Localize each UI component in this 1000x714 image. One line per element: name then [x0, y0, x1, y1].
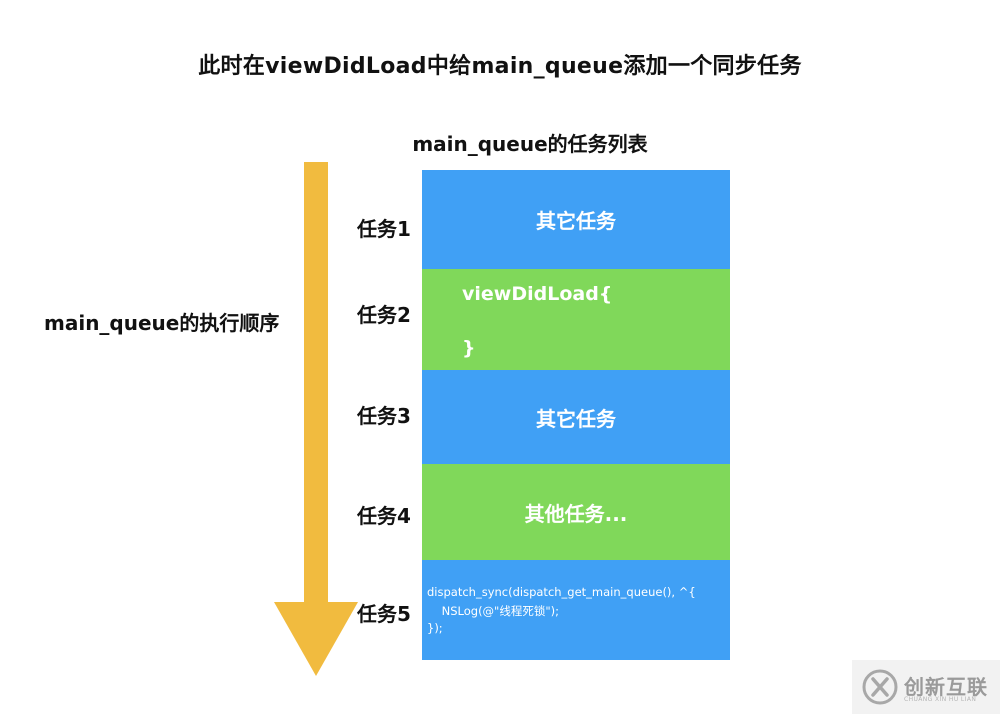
task-block-3: 其它任务: [422, 370, 730, 464]
task-label-1: 任务1: [357, 217, 411, 241]
queue-task-list-title: main_queue的任务列表: [412, 132, 648, 156]
dispatch-sync-line-2: NSLog(@"线程死锁");: [427, 604, 559, 618]
execution-order-label: main_queue的执行顺序: [44, 311, 280, 335]
task-block-1: 其它任务: [422, 170, 730, 269]
task-label-5: 任务5: [357, 602, 411, 626]
view-did-load-open: viewDidLoad{: [462, 283, 613, 305]
task-block-4-text: 其他任务...: [524, 501, 628, 526]
task-block-5: dispatch_sync(dispatch_get_main_queue(),…: [422, 560, 730, 660]
view-did-load-close: }: [462, 337, 476, 359]
task-label-4: 任务4: [357, 504, 411, 528]
task-label-2: 任务2: [357, 303, 411, 327]
arrow-shaft: [304, 162, 328, 607]
arrow-head: [274, 602, 358, 676]
task-label-3: 任务3: [357, 404, 411, 428]
watermark-text: 创新互联: [904, 675, 988, 699]
watermark-logo-icon: [862, 669, 898, 705]
task-block-2: viewDidLoad{ }: [422, 269, 730, 370]
watermark-subtext: CHUANG XIN HU LIAN: [904, 696, 977, 703]
task-block-3-text: 其它任务: [536, 406, 616, 431]
dispatch-sync-line-1: dispatch_sync(dispatch_get_main_queue(),…: [427, 585, 696, 599]
task-block-4: 其他任务...: [422, 464, 730, 560]
dispatch-sync-line-3: });: [427, 621, 443, 635]
diagram-title: 此时在viewDidLoad中给main_queue添加一个同步任务: [198, 54, 802, 79]
execution-order-arrow: [274, 162, 358, 676]
watermark: 创新互联 CHUANG XIN HU LIAN: [852, 660, 1000, 714]
task-block-1-text: 其它任务: [536, 209, 616, 233]
